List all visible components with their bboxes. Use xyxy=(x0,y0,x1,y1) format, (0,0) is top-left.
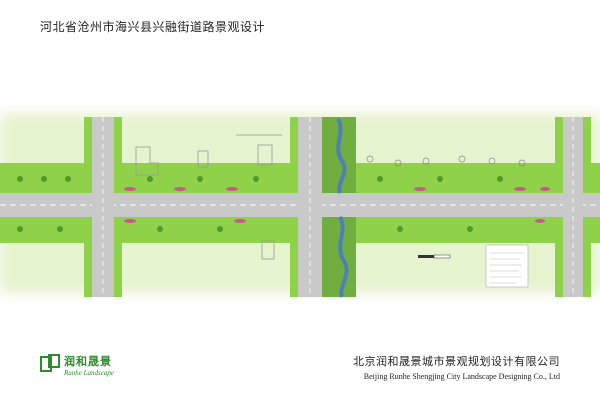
east-street-green-east xyxy=(583,117,591,193)
company-name-cn: 北京润和晟景城市景观规划设计有限公司 xyxy=(353,355,560,368)
west-street-green-south xyxy=(84,217,92,297)
west-street-green-east xyxy=(114,117,122,193)
street-trees xyxy=(17,176,503,232)
east-street-green-sw xyxy=(555,217,563,297)
center-street-green-sw xyxy=(290,217,298,297)
east-street-green-se xyxy=(583,217,591,297)
buildings xyxy=(135,134,282,260)
logo-mark-icon xyxy=(40,354,60,372)
logo-name-en: Runhe Landscape xyxy=(64,369,114,377)
logo-name-cn: 润和晟景 xyxy=(64,355,112,368)
west-street-green xyxy=(84,117,92,193)
site-plan-map xyxy=(0,113,600,298)
east-street-green-west xyxy=(555,117,563,193)
company-logo: 润和晟景 Runhe Landscape xyxy=(40,352,150,384)
shrub-accents xyxy=(124,187,550,223)
page-title: 河北省沧州市海兴县兴融街道路景观设计 xyxy=(40,20,266,34)
scale-bar xyxy=(418,254,451,259)
river-north xyxy=(336,118,347,194)
tree-symbols xyxy=(366,155,526,167)
company-name-en: Beijing Runhe Shengjing City Landscape D… xyxy=(363,372,560,381)
site-plan xyxy=(0,105,600,305)
river-south xyxy=(338,216,349,298)
legend-box xyxy=(485,244,529,288)
river-park-south xyxy=(322,217,356,297)
west-street-green-south-east xyxy=(114,217,122,297)
center-street-green-west xyxy=(290,117,298,193)
company-info: 北京润和晟景城市景观规划设计有限公司 Beijing Runhe Shengji… xyxy=(353,353,560,381)
